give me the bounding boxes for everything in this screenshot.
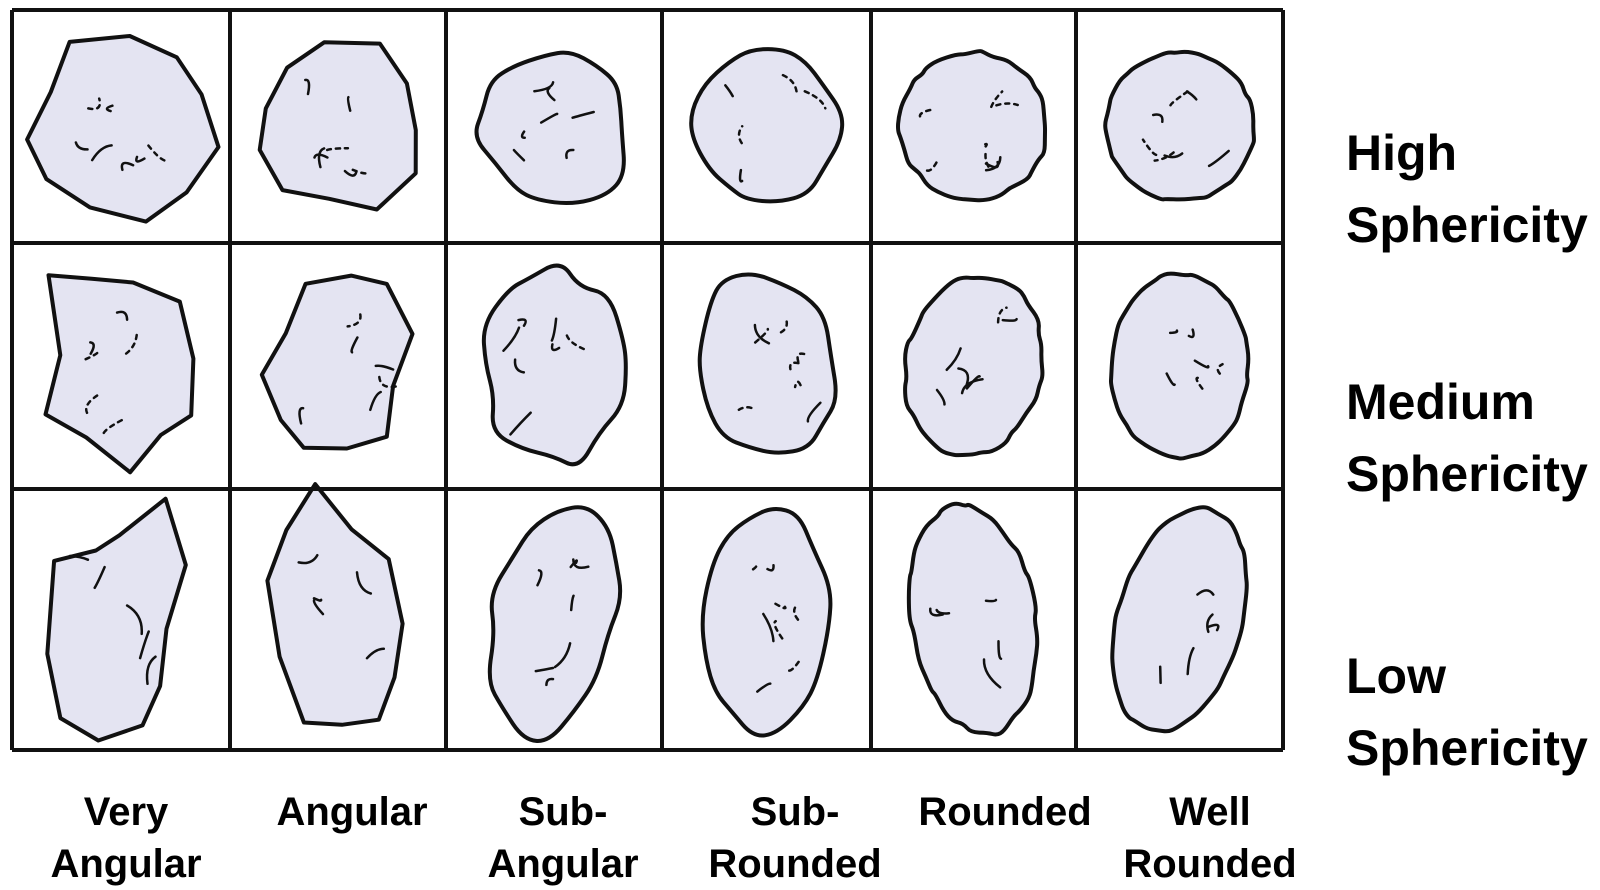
col-label-angular: Angular	[247, 786, 457, 838]
grain-sub-angular-medium-sphericity	[484, 266, 626, 465]
grain-rounded-high-sphericity	[898, 51, 1045, 200]
grain-rounded-medium-sphericity	[905, 278, 1042, 456]
grain-very-angular-medium-sphericity	[46, 275, 194, 472]
roundness-sphericity-chart	[0, 0, 1320, 775]
col-label-rounded: Rounded	[900, 786, 1110, 838]
grain-sub-rounded-low-sphericity	[703, 509, 831, 736]
grain-very-angular-low-sphericity	[47, 499, 186, 741]
grain-sub-rounded-high-sphericity	[691, 49, 842, 201]
grain-angular-high-sphericity	[260, 42, 416, 209]
grain-well-rounded-high-sphericity	[1105, 52, 1254, 200]
grain-sub-angular-low-sphericity	[490, 507, 620, 741]
grain-well-rounded-low-sphericity	[1112, 507, 1246, 731]
col-label-sub-rounded: Sub-Rounded	[690, 786, 900, 890]
grain-angular-medium-sphericity	[262, 276, 413, 449]
grain-sub-angular-high-sphericity	[477, 53, 624, 203]
grain-very-angular-high-sphericity	[27, 36, 218, 222]
grain-sub-rounded-medium-sphericity	[700, 274, 836, 452]
grain-rounded-low-sphericity	[909, 504, 1037, 735]
col-label-sub-angular: Sub-Angular	[458, 786, 668, 890]
grain-angular-low-sphericity	[267, 484, 402, 725]
grain-well-rounded-medium-sphericity	[1111, 274, 1248, 459]
